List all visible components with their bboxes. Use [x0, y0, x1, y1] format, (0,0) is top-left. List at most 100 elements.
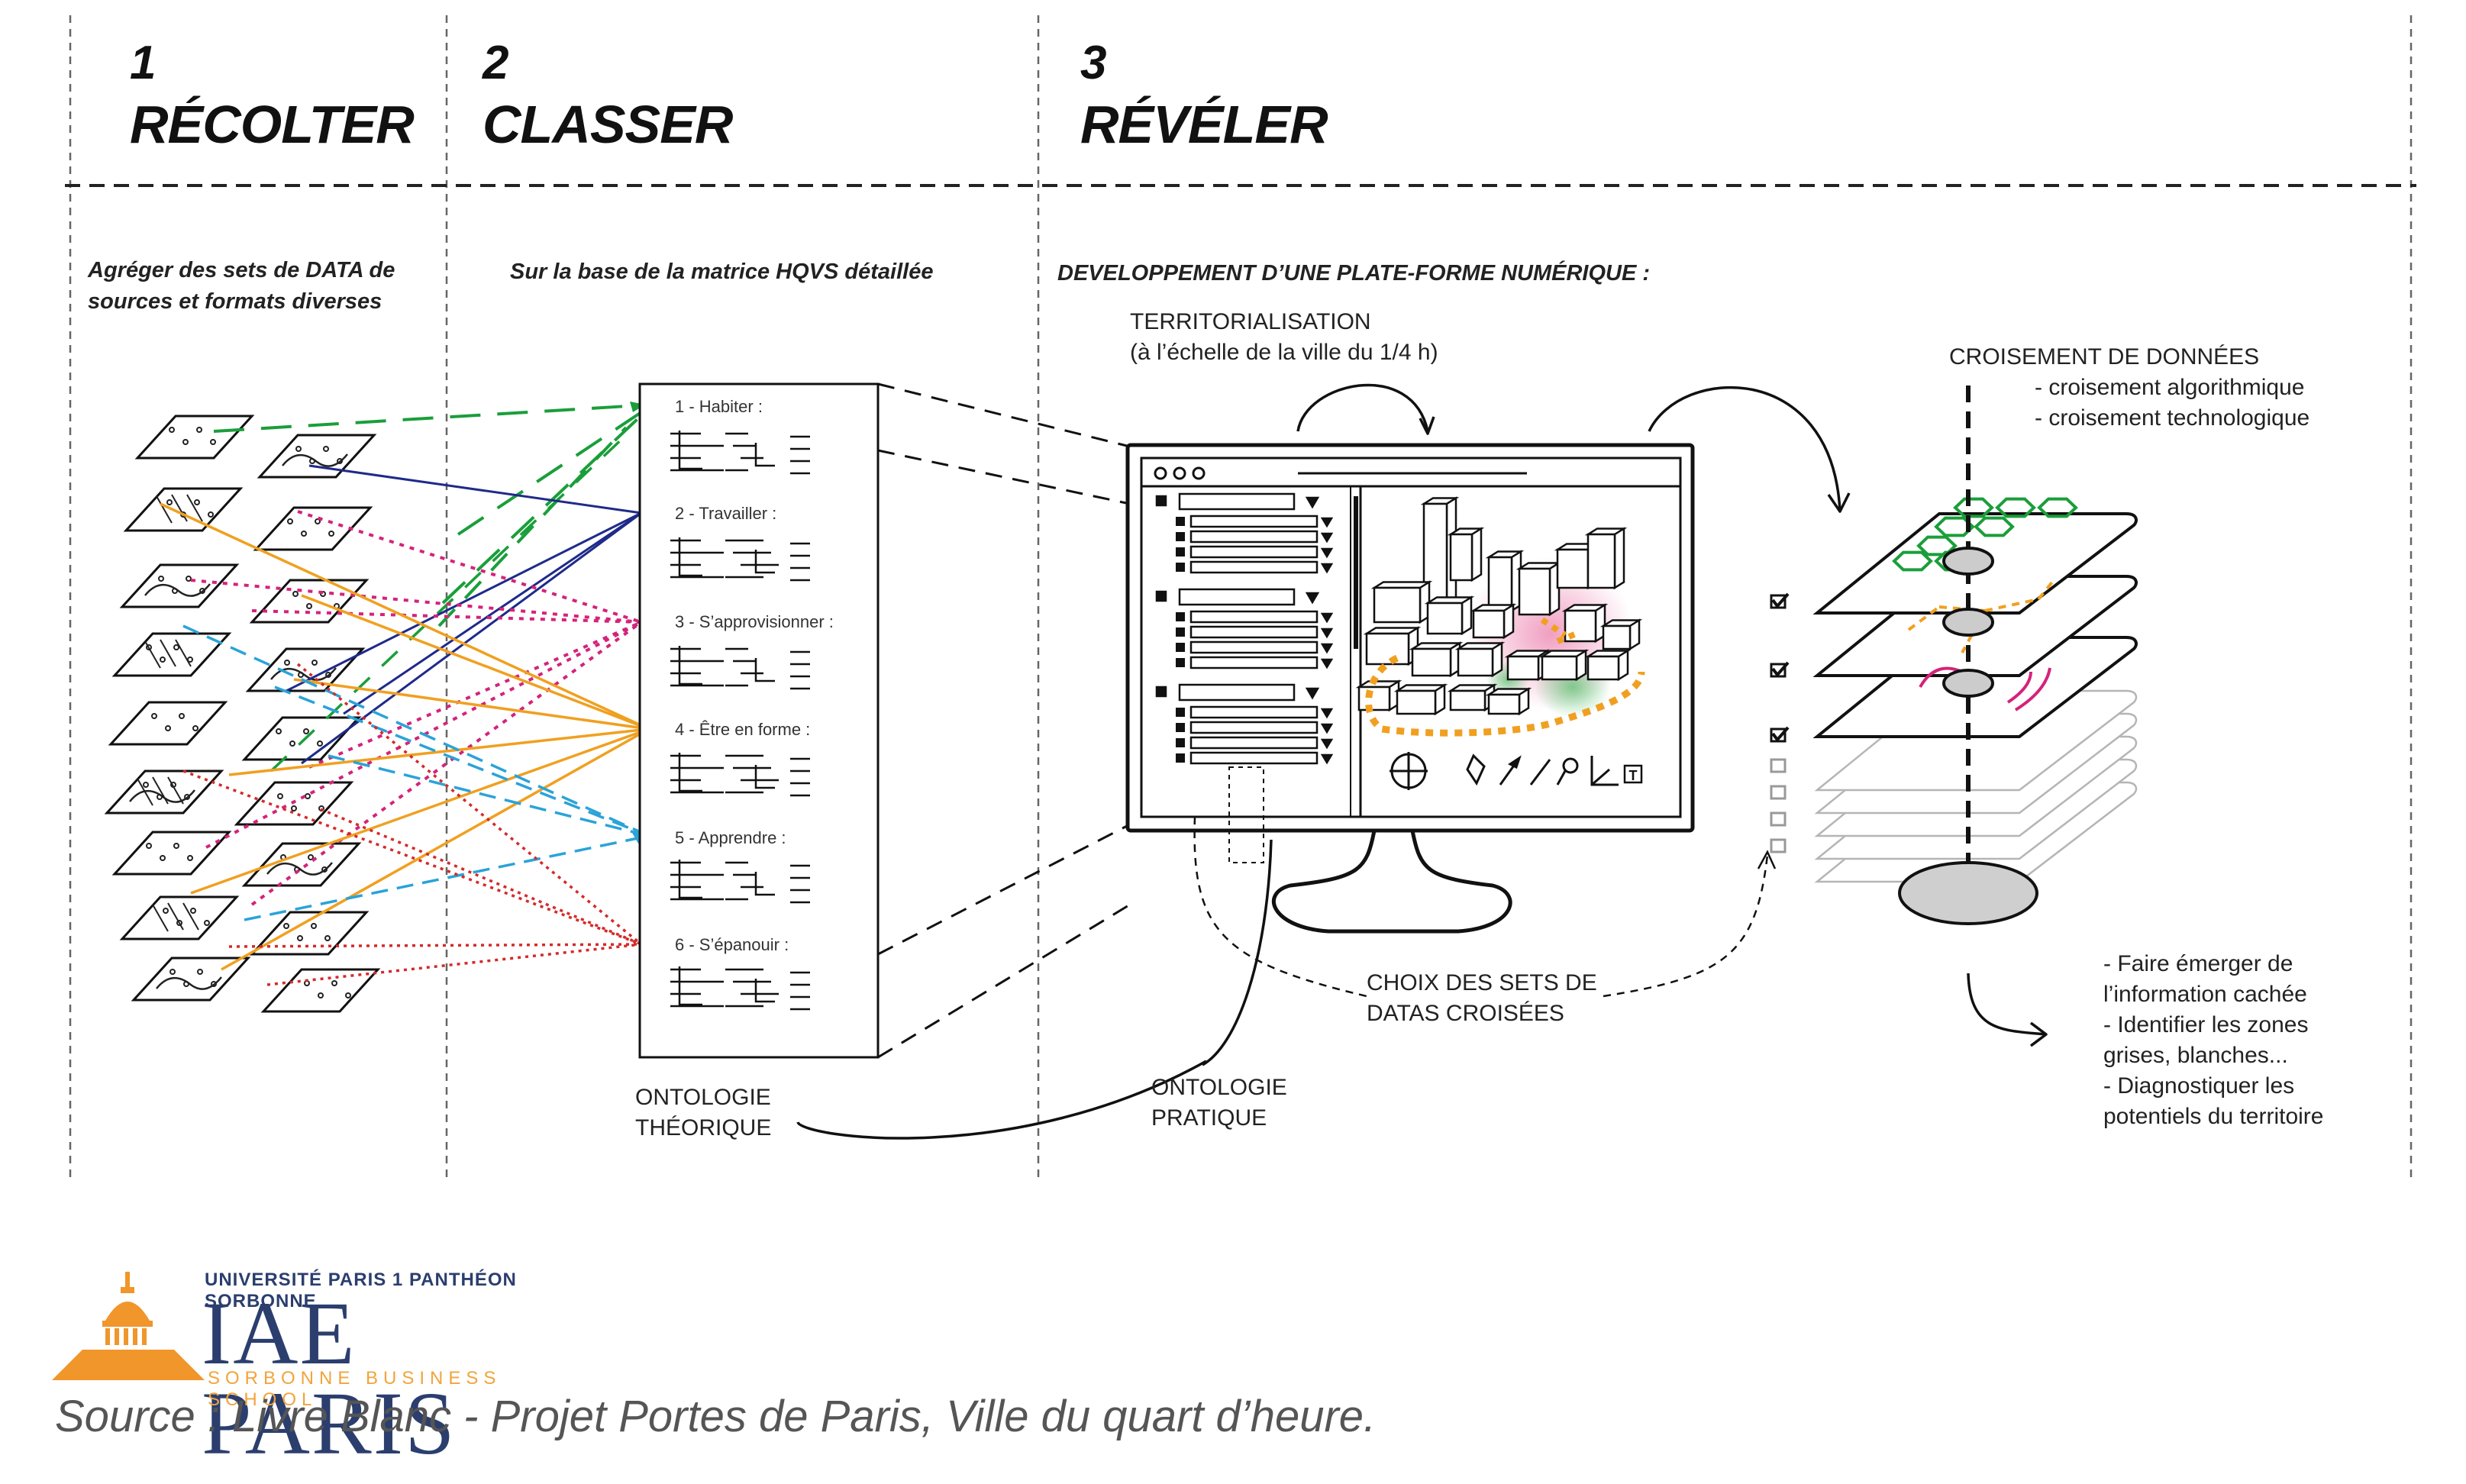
connector-line: [160, 502, 650, 731]
data-layer-marker: [173, 843, 179, 849]
matrix-branch: [678, 966, 702, 1006]
connector-line: [308, 464, 642, 515]
data-layer-marker: [160, 855, 166, 861]
data-layer-marker: [146, 644, 152, 650]
flow-arrows: [796, 383, 2048, 1140]
list-item-arrow: [1320, 643, 1334, 654]
connector-line: [293, 678, 650, 731]
data-layer-marker: [308, 854, 314, 860]
city-building-front: [1365, 632, 1410, 666]
list-item-checkbox: [1176, 643, 1185, 652]
data-layer-marker: [163, 908, 169, 914]
city-building-front: [1487, 693, 1521, 715]
list-item-arrow: [1320, 738, 1334, 750]
list-item-checkbox: [1176, 753, 1185, 763]
list-item-arrow: [1320, 708, 1334, 719]
data-layer-marker: [283, 923, 289, 929]
connector-line: [296, 663, 643, 946]
list-item-bar: [1189, 721, 1319, 734]
data-layer-sheet: [111, 632, 232, 677]
data-layer-sheet: [241, 716, 362, 761]
city-building-side: [1470, 527, 1483, 582]
list-item-bar: [1189, 560, 1319, 574]
city-building-side: [1461, 595, 1473, 636]
data-layer-marker: [210, 439, 216, 445]
stack-node: [1942, 608, 1994, 637]
data-crossing-stack: [1770, 386, 2138, 925]
outcome-line: potentiels du territoire: [2103, 1104, 2324, 1129]
matrix-branch: [754, 658, 775, 682]
list-item-arrow: [1320, 612, 1334, 624]
check-mark: [1771, 661, 1790, 678]
data-layer-hatch: [137, 776, 184, 806]
city-building-front: [1396, 689, 1437, 715]
list-item-checkbox: [1176, 547, 1185, 556]
label-line: CHOIX DES SETS DE: [1367, 970, 1597, 995]
croisement-item: - croisement algorithmique: [2035, 375, 2305, 400]
list-checkbox: [1155, 590, 1167, 602]
matrix-branch: [678, 860, 702, 899]
label-line: THÉORIQUE: [635, 1115, 772, 1140]
list-item-arrow: [1320, 753, 1334, 765]
city-building-front: [1586, 533, 1616, 589]
outcomes-list: - Faire émerger de l’information cachée …: [2103, 949, 2324, 1132]
monitor-3d-city-map: [1355, 496, 1645, 737]
label-line: ONTOLOGIE: [1151, 1075, 1287, 1100]
connector-line: [182, 624, 650, 837]
hexagon-cell: [1892, 550, 1933, 572]
list-item-arrow: [1320, 563, 1334, 574]
data-layer-marker: [289, 740, 295, 747]
connector-line: [274, 686, 650, 837]
data-layer-marker: [323, 446, 329, 452]
connector-line: [228, 943, 642, 948]
list-dropdown: [1178, 683, 1296, 702]
data-layer-sheet: [249, 579, 370, 624]
data-layer-marker: [315, 518, 321, 524]
source-caption: Source : Livre Blanc - Projet Portes de …: [55, 1392, 1377, 1441]
list-item-bar: [1189, 625, 1319, 639]
data-layer-marker: [284, 660, 290, 666]
phase-1-subtitle: Agréger des sets de DATA de sources et f…: [88, 255, 395, 318]
city-building-front: [1426, 602, 1464, 635]
stack-checkbox-empty: [1770, 811, 1787, 827]
city-building-side: [1503, 603, 1515, 640]
data-layer-marker: [176, 920, 182, 926]
data-layer-marker: [182, 439, 189, 445]
classification-connectors: [160, 402, 654, 986]
data-layer-marker: [305, 793, 311, 799]
connector-line: [190, 727, 650, 895]
data-layer-sheet: [108, 701, 228, 746]
data-layer-sheet: [253, 506, 373, 551]
data-layer-hatch: [144, 639, 192, 669]
data-layer-marker: [306, 603, 312, 609]
list-item-arrow: [1320, 627, 1334, 639]
phase-3-subtitle: DEVELOPPEMENT D’UNE PLATE-FORME NUMÉRIQU…: [1057, 261, 1651, 286]
category-apprendre: 5 - Apprendre :: [675, 828, 786, 847]
data-layer-marker: [143, 782, 149, 788]
list-item-checkbox: [1176, 517, 1185, 526]
city-building-front: [1541, 655, 1578, 681]
connector-line: [301, 594, 650, 731]
data-layer-marker: [186, 576, 192, 582]
hexagon-cell: [1934, 516, 1975, 537]
label-line: ONTOLOGIE: [635, 1085, 771, 1110]
check-mark: [1771, 726, 1790, 743]
connector-line: [221, 727, 650, 971]
data-layer-marker: [317, 740, 323, 747]
city-building-front: [1449, 689, 1486, 711]
data-layer-curve: [282, 453, 348, 467]
matrix-branch: [754, 550, 775, 574]
list-item-arrow: [1320, 658, 1334, 669]
data-layer-hatch: [156, 494, 203, 524]
phase-2-subtitle: Sur la base de la matrice HQVS détaillée: [510, 260, 934, 284]
data-layer-marker: [173, 644, 179, 650]
ontologie-theorique-label: ONTOLOGIE THÉORIQUE: [635, 1082, 771, 1144]
city-building-front: [1411, 647, 1452, 677]
connector-line: [228, 727, 650, 776]
data-layer-marker: [287, 518, 293, 524]
data-layer-marker: [179, 713, 185, 719]
phase-3-title: RÉVÉLER: [1080, 95, 1328, 154]
data-layer-marker: [208, 511, 214, 518]
data-layer-marker: [169, 969, 176, 975]
data-layer-sheet: [111, 831, 232, 876]
